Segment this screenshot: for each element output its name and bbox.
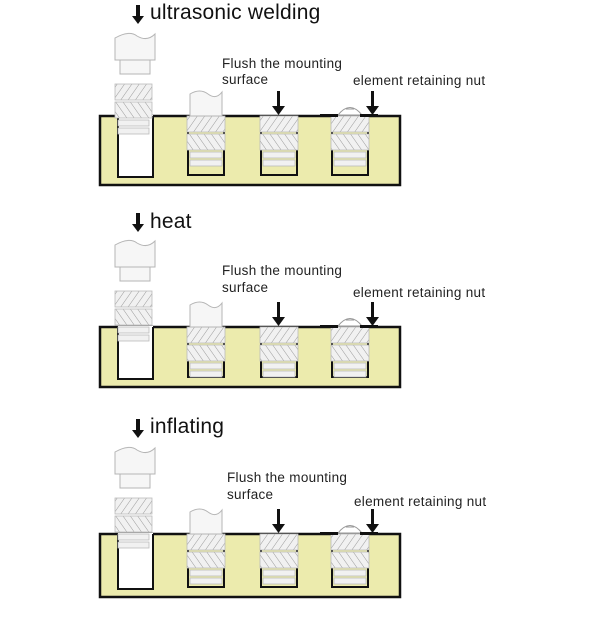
flush-label-line2: surface xyxy=(222,280,269,295)
threaded-insert xyxy=(259,533,299,585)
down-arrow-icon xyxy=(277,91,280,107)
panel-inflating: inflating Flush the mounting surface ele… xyxy=(0,414,600,621)
process-illustration xyxy=(98,5,402,187)
threaded-insert xyxy=(330,533,370,585)
heating-tool xyxy=(189,90,223,117)
heating-tool xyxy=(189,508,223,535)
retaining-washer xyxy=(320,532,338,535)
down-arrow-icon xyxy=(371,509,374,525)
down-arrow-icon xyxy=(136,419,140,431)
empty-hole xyxy=(118,326,153,378)
process-illustration xyxy=(98,419,402,599)
down-arrow-icon xyxy=(136,5,140,17)
down-arrow-icon xyxy=(132,430,144,438)
hole-outline xyxy=(117,116,154,178)
down-arrow-icon xyxy=(272,106,285,115)
empty-hole xyxy=(118,533,153,588)
panel-ultrasonic-welding: ultrasonic welding Flush the mounting su… xyxy=(0,0,600,207)
down-arrow-icon xyxy=(277,302,280,318)
nut-label: element retaining nut xyxy=(353,73,486,88)
down-arrow-icon xyxy=(277,509,280,525)
nut-label: element retaining nut xyxy=(353,285,486,300)
process-title: ultrasonic welding xyxy=(150,1,321,24)
down-arrow-icon xyxy=(366,106,379,115)
retaining-washer xyxy=(320,325,338,328)
threaded-insert xyxy=(330,115,370,167)
down-arrow-icon xyxy=(371,91,374,107)
process-illustration xyxy=(98,213,402,389)
heating-tool xyxy=(114,446,156,475)
flush-label-line2: surface xyxy=(222,72,269,87)
heating-tool-tip xyxy=(119,59,151,75)
heating-tool xyxy=(114,32,156,61)
threaded-insert xyxy=(114,497,153,549)
flush-label-line1: Flush the mounting xyxy=(227,470,348,485)
threaded-insert xyxy=(186,533,226,585)
down-arrow-icon xyxy=(272,317,285,326)
retaining-washer xyxy=(360,114,378,117)
down-arrow-icon xyxy=(371,302,374,318)
threaded-insert xyxy=(114,83,153,135)
heating-tool xyxy=(189,301,223,328)
down-arrow-icon xyxy=(272,524,285,533)
down-arrow-icon xyxy=(366,524,379,533)
process-title: heat xyxy=(150,210,192,233)
threaded-insert xyxy=(259,115,299,167)
threaded-insert xyxy=(186,326,226,378)
nut-label: element retaining nut xyxy=(354,494,487,509)
heating-tool xyxy=(114,239,156,268)
heating-tool-tip xyxy=(119,473,151,489)
down-arrow-icon xyxy=(132,224,144,232)
hole-outline xyxy=(117,534,154,590)
threaded-insert xyxy=(259,326,299,378)
threaded-insert xyxy=(186,115,226,167)
hole-outline xyxy=(117,327,154,380)
down-arrow-icon xyxy=(366,317,379,326)
flush-label-line2: surface xyxy=(227,487,274,502)
retaining-washer xyxy=(360,325,378,328)
flush-label-line1: Flush the mounting xyxy=(222,56,343,71)
flush-label-line1: Flush the mounting xyxy=(222,263,343,278)
heating-tool-tip xyxy=(119,266,151,282)
retaining-washer xyxy=(320,114,338,117)
down-arrow-icon xyxy=(136,213,140,225)
threaded-insert xyxy=(330,326,370,378)
threaded-insert xyxy=(114,290,153,342)
down-arrow-icon xyxy=(132,16,144,24)
process-title: inflating xyxy=(150,415,225,438)
retaining-washer xyxy=(360,532,378,535)
panel-heat: heat Flush the mounting surface element … xyxy=(0,207,600,414)
